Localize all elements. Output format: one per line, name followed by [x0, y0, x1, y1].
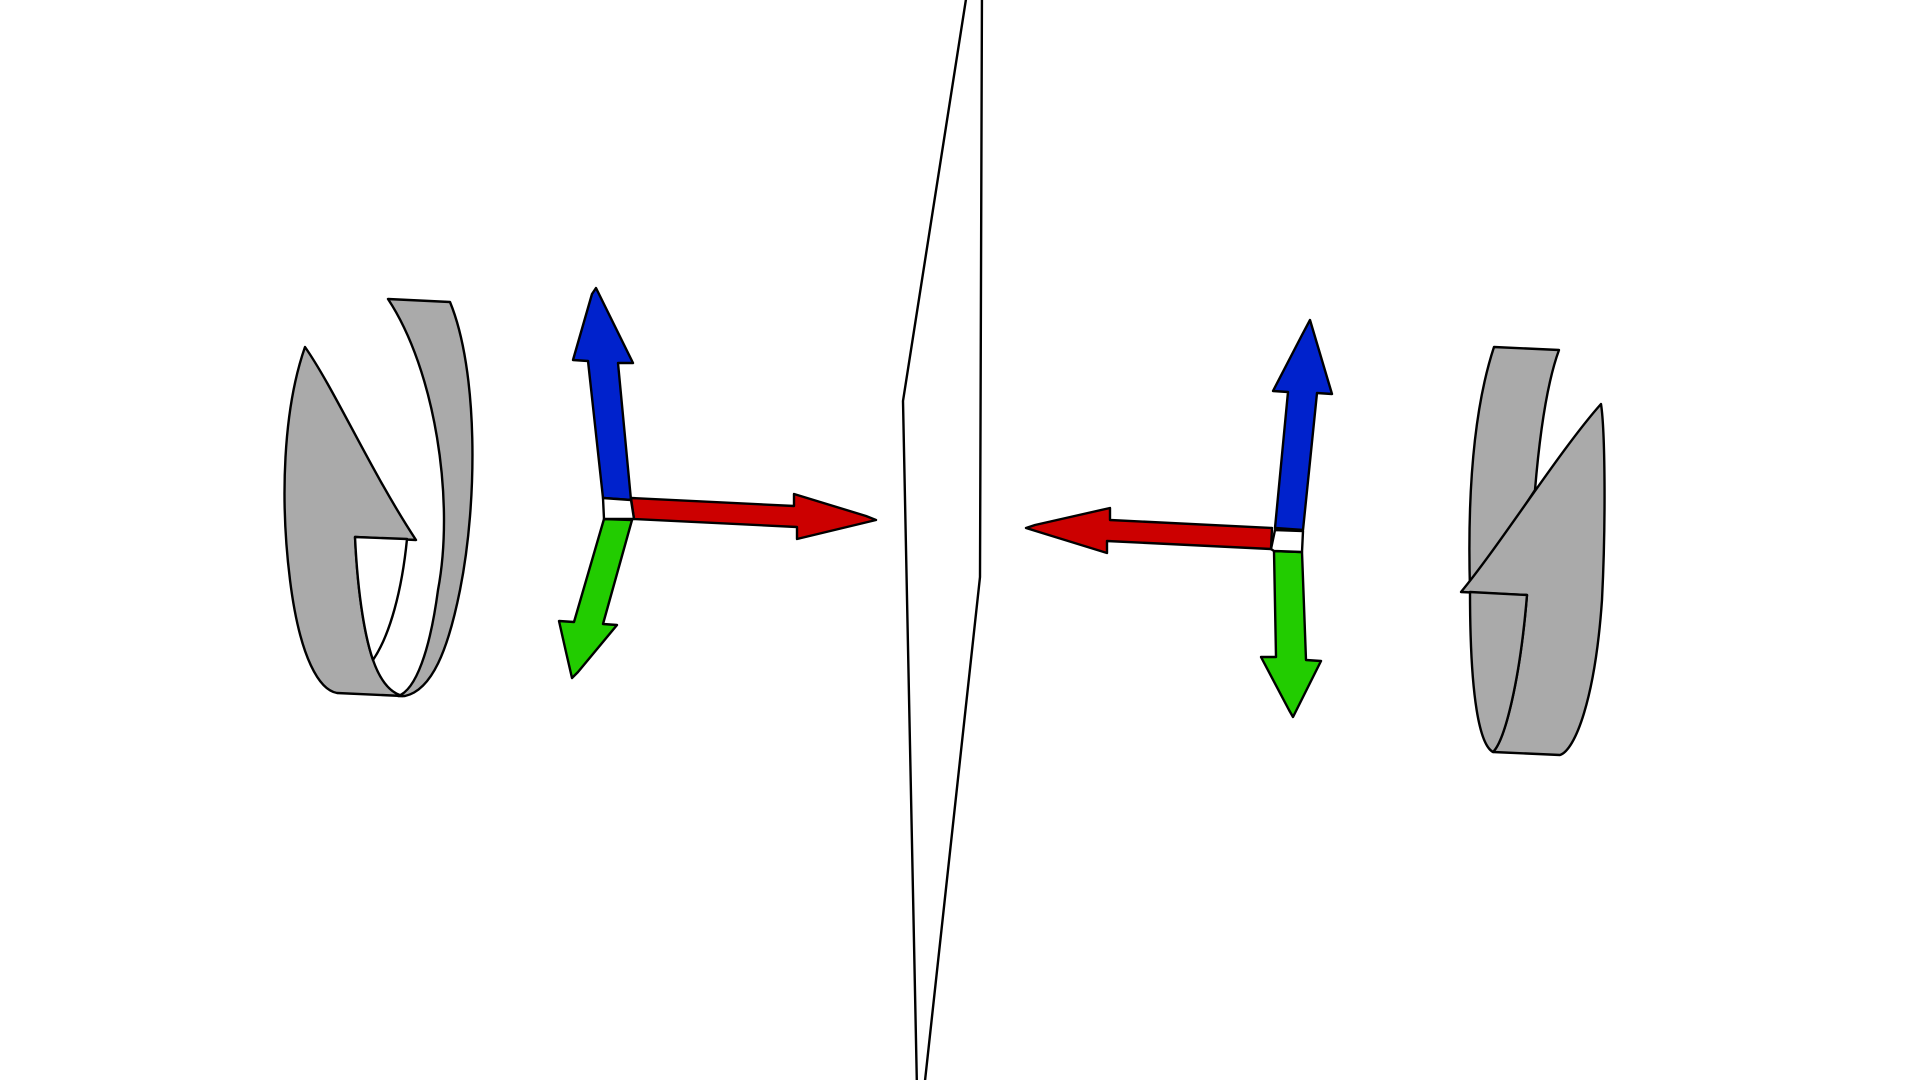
- separator-plane: [901, 0, 984, 1080]
- left-y-axis-arrow: [557, 517, 634, 680]
- right-y-axis-arrow: [1259, 549, 1323, 719]
- right-rotation-arrow: [1459, 345, 1606, 757]
- rotation-arrow-front-band: [283, 345, 418, 698]
- rotation-arrow-back-band: [386, 297, 474, 698]
- left-z-axis-arrow: [571, 286, 635, 502]
- left-x-axis-arrow: [629, 492, 878, 541]
- rotation-arrow-lower-strip: [1468, 590, 1529, 754]
- right-x-axis-arrow: [1024, 506, 1274, 555]
- left-origin: [601, 496, 636, 521]
- rotation-arrow-hole: [353, 535, 409, 662]
- plane-icon: [901, 0, 984, 1080]
- right-coordinate-frame: [1024, 318, 1334, 719]
- right-z-axis-arrow: [1271, 318, 1334, 532]
- right-origin: [1269, 528, 1305, 554]
- left-rotation-arrow: [283, 297, 474, 698]
- left-coordinate-frame: [557, 286, 878, 680]
